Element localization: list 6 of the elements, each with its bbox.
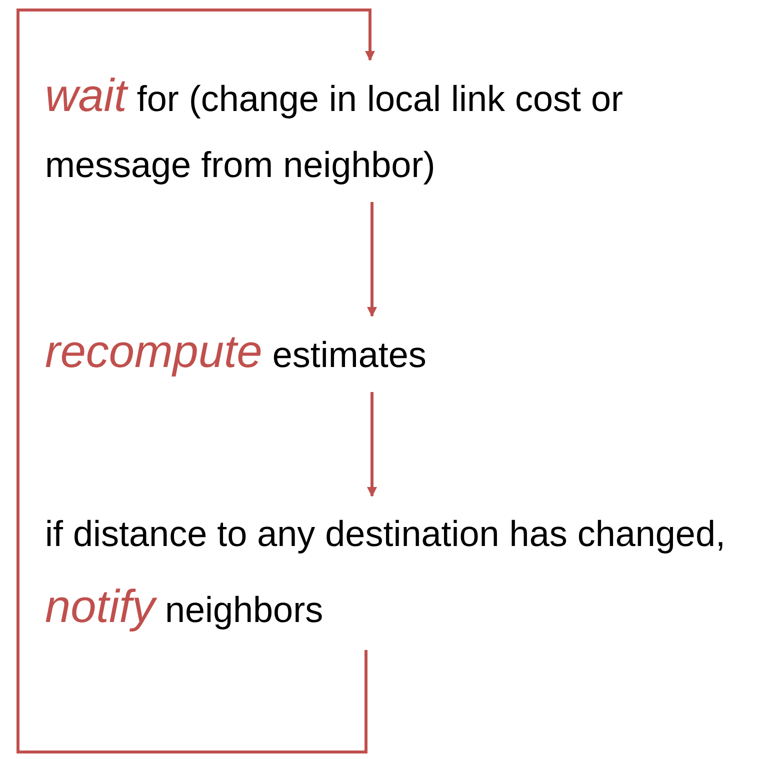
step-text: if distance to any destination has changed, notify neighbors bbox=[45, 498, 765, 646]
arrow bbox=[16, 8, 375, 754]
step-text: wait for (change in local link cost or message from neighbor) bbox=[45, 62, 770, 198]
step-text: recompute estimates bbox=[45, 318, 745, 388]
arrow bbox=[367, 392, 377, 497]
arrow bbox=[367, 202, 377, 317]
